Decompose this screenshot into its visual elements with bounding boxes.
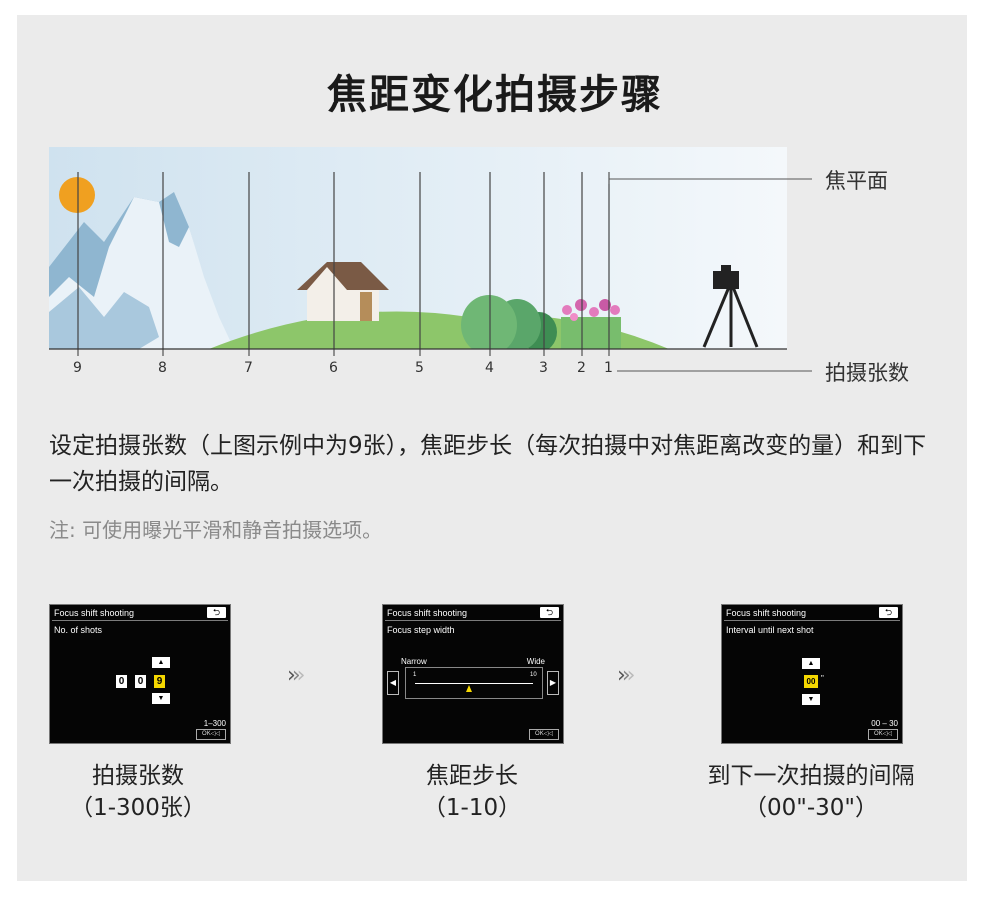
- camera-screen-focus-step: Focus shift shooting ⮌ Focus step width …: [382, 604, 564, 744]
- caption-shot-count: 拍摄张数 （1-300张）: [0, 760, 288, 824]
- range-indicator: 00 – 30: [871, 719, 898, 728]
- interval-seconds-selected[interactable]: 00: [804, 675, 818, 688]
- shot-count-label: 拍摄张数: [825, 361, 909, 385]
- header-divider: [52, 620, 228, 621]
- return-icon[interactable]: ⮌: [207, 607, 226, 618]
- narrow-label: Narrow: [401, 657, 427, 666]
- ok-button-icon: OK◁◁: [196, 729, 226, 740]
- down-arrow-icon[interactable]: ▼: [152, 693, 170, 704]
- scale-number: 8: [158, 360, 167, 376]
- return-icon[interactable]: ⮌: [540, 607, 559, 618]
- caption-range: （1-10）: [422, 795, 522, 821]
- chevron-arrows-icon: ›››: [287, 663, 305, 688]
- up-arrow-icon[interactable]: ▲: [152, 657, 170, 668]
- screen-subtitle: Focus step width: [387, 625, 455, 635]
- scale-number: 2: [577, 360, 586, 376]
- caption-focus-step: 焦距步长 （1-10）: [322, 760, 622, 824]
- caption-title: 焦距步长: [426, 763, 518, 789]
- slider-thumb[interactable]: [466, 685, 472, 692]
- digit-ones-selected[interactable]: 9: [154, 675, 165, 688]
- scale-number: 7: [244, 360, 253, 376]
- description-text: 设定拍摄张数（上图示例中为9张），焦距步长（每次拍摄中对焦距离改变的量）和到下一…: [49, 433, 927, 495]
- down-arrow-icon[interactable]: ▼: [802, 694, 820, 705]
- note-text: 注: 可使用曝光平滑和静音拍摄选项。: [49, 518, 383, 542]
- seconds-unit: ": [821, 674, 824, 683]
- wide-label: Wide: [526, 657, 545, 666]
- chevron-arrows-icon: ›››: [617, 663, 635, 688]
- scale-min-label: 1: [413, 672, 417, 678]
- ok-button-icon: OK◁◁: [529, 729, 559, 740]
- sun-icon: [59, 177, 95, 213]
- left-arrow-icon[interactable]: ◀: [387, 671, 399, 695]
- range-indicator: 1–300: [203, 719, 226, 728]
- flowers-icon: [561, 299, 621, 349]
- header-divider: [385, 620, 561, 621]
- bushes-icon: [461, 295, 557, 349]
- screen-subtitle: Interval until next shot: [726, 625, 814, 635]
- caption-title: 到下一次拍摄的间隔: [707, 763, 915, 789]
- header-divider: [724, 620, 900, 621]
- ok-button-icon: OK◁◁: [868, 729, 898, 740]
- scale-number: 1: [604, 360, 613, 376]
- up-arrow-icon[interactable]: ▲: [802, 658, 820, 669]
- scale-number: 5: [415, 360, 424, 376]
- page-title: 焦距变化拍摄步骤: [327, 72, 663, 118]
- camera-screen-shot-count: Focus shift shooting ⮌ No. of shots ▲ 0 …: [49, 604, 231, 744]
- slider-track: [415, 683, 533, 684]
- focal-plane-label: 焦平面: [825, 169, 888, 193]
- screen-subtitle: No. of shots: [54, 625, 103, 635]
- right-arrow-icon[interactable]: ▶: [547, 671, 559, 695]
- screen-header: Focus shift shooting: [54, 608, 135, 618]
- digit-tens[interactable]: 0: [135, 675, 146, 688]
- scale-number: 6: [329, 360, 338, 376]
- scale-max-label: 10: [530, 672, 537, 678]
- scale-number: 3: [539, 360, 548, 376]
- scale-number: 9: [73, 360, 82, 376]
- camera-screen-interval: Focus shift shooting ⮌ Interval until ne…: [721, 604, 903, 744]
- house-icon: [297, 262, 389, 321]
- focus-shift-illustration: [49, 147, 787, 349]
- step-width-slider[interactable]: [405, 667, 543, 699]
- camera-on-tripod-icon: [702, 265, 759, 348]
- caption-range: （00"-30"）: [744, 795, 878, 821]
- screen-header: Focus shift shooting: [387, 608, 468, 618]
- return-icon[interactable]: ⮌: [879, 607, 898, 618]
- screen-header: Focus shift shooting: [726, 608, 807, 618]
- caption-title: 拍摄张数: [92, 763, 184, 789]
- scale-number: 4: [485, 360, 494, 376]
- caption-range: （1-300张）: [70, 795, 206, 821]
- caption-interval: 到下一次拍摄的间隔 （00"-30"）: [661, 760, 961, 824]
- digit-hundreds[interactable]: 0: [116, 675, 127, 688]
